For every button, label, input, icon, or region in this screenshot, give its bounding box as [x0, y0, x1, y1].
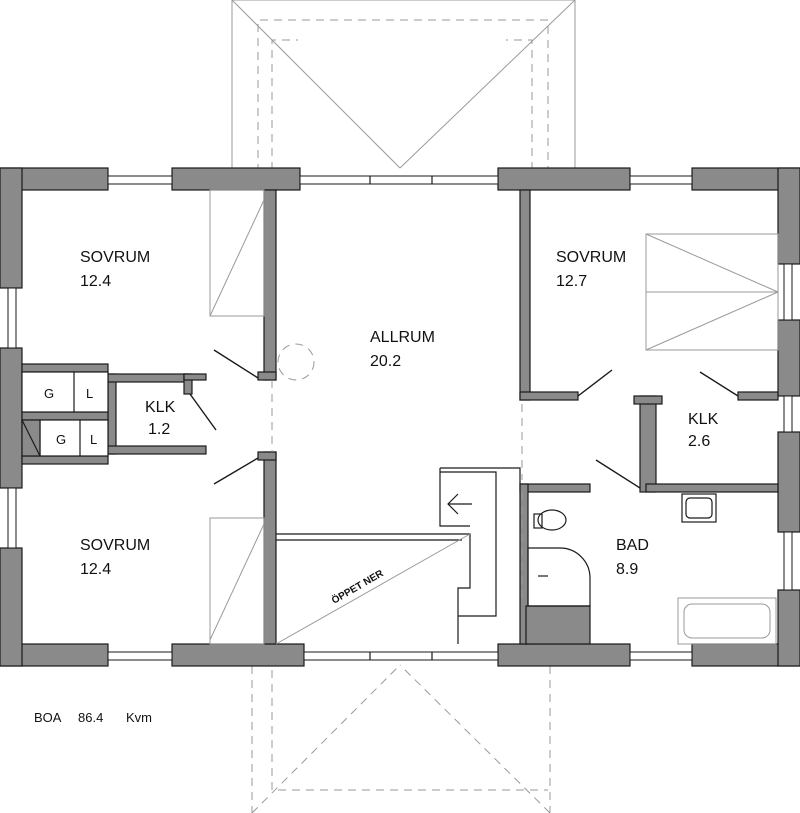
wardrobes [209, 189, 779, 645]
doors [189, 343, 739, 600]
interior-walls [21, 189, 779, 645]
room-name-sovrum-top-left: SOVRUM [80, 249, 150, 266]
room-name-sovrum-bottom-left: SOVRUM [80, 537, 150, 554]
closet-cells [21, 371, 109, 457]
room-area-bad: 8.9 [616, 561, 638, 578]
bath-fixtures [527, 493, 777, 645]
room-labels: SOVRUM 12.4 SOVRUM 12.4 KLK 1.2 ALLRUM 2… [44, 249, 719, 607]
windows [7, 175, 793, 661]
room-area-sovrum-bottom-left: 12.4 [80, 561, 111, 578]
room-area-sovrum-right: 12.7 [556, 273, 587, 290]
boa-summary: BOA 86.4 Kvm [34, 710, 152, 725]
outer-walls [0, 167, 800, 667]
roof-outline-bottom [251, 664, 551, 813]
closet-g-top: G [44, 386, 54, 401]
room-area-klk-small: 1.2 [148, 421, 170, 438]
closet-l-top: L [86, 386, 93, 401]
room-name-allrum: ALLRUM [370, 329, 435, 346]
closet-l-bottom: L [90, 432, 97, 447]
boa-label: BOA [34, 710, 62, 725]
room-name-sovrum-right: SOVRUM [556, 249, 626, 266]
room-area-allrum: 20.2 [370, 353, 401, 370]
boa-unit: Kvm [126, 710, 152, 725]
room-name-klk-right: KLK [688, 411, 719, 428]
room-area-sovrum-top-left: 12.4 [80, 273, 111, 290]
roof-outline-top [231, 0, 576, 175]
room-area-klk-right: 2.6 [688, 433, 710, 450]
room-name-bad: BAD [616, 537, 649, 554]
stair-opening [275, 467, 521, 645]
room-name-klk-small: KLK [145, 399, 176, 416]
boa-value: 86.4 [78, 710, 103, 725]
closet-g-bottom: G [56, 432, 66, 447]
